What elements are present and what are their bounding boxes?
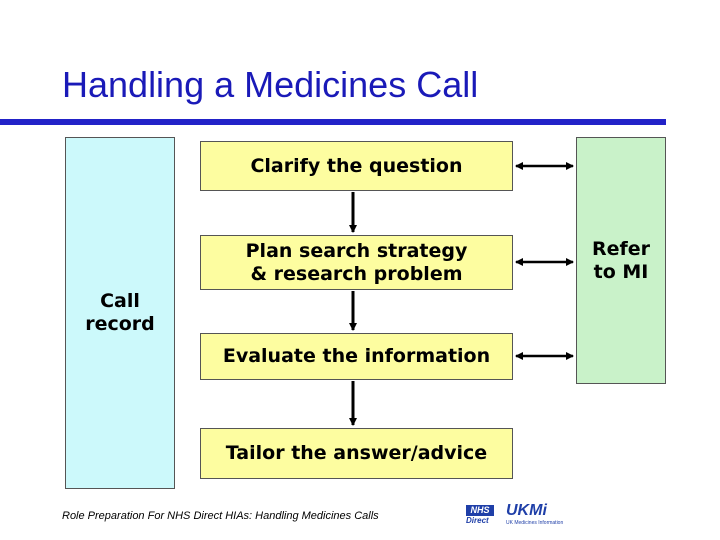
- step-4-line1: Tailor the answer/advice: [225, 442, 488, 465]
- nhs-logo-sub: Direct: [466, 516, 489, 525]
- call-record-line1: Call: [100, 290, 140, 313]
- step-2-line2: & research problem: [250, 262, 463, 285]
- step-2-line1: Plan search strategy: [245, 239, 468, 262]
- call-record-line2: record: [85, 313, 155, 335]
- call-record-box: Call record: [65, 137, 175, 489]
- step-evaluate-information: Evaluate the information: [200, 333, 513, 380]
- refer-line1: Refer: [591, 237, 651, 260]
- nhs-direct-logo: NHS Direct: [466, 505, 496, 529]
- ukmi-logo: UKMi UK Medicines Information: [506, 502, 564, 532]
- ukmi-logo-sub: UK Medicines Information: [506, 520, 564, 526]
- step-clarify-question: Clarify the question: [200, 141, 513, 191]
- refer-line2: to MI: [593, 260, 649, 283]
- refer-to-mi-box: Refer to MI: [576, 137, 666, 384]
- step-tailor-answer: Tailor the answer/advice: [200, 428, 513, 479]
- step-3-line1: Evaluate the information: [222, 345, 491, 368]
- title-rule: [0, 119, 666, 125]
- step-1-line1: Clarify the question: [250, 154, 463, 177]
- slide-footer: Role Preparation For NHS Direct HIAs: Ha…: [62, 510, 379, 522]
- nhs-logo-box: NHS: [466, 505, 494, 516]
- slide-title: Handling a Medicines Call: [62, 64, 479, 105]
- ukmi-logo-word: UKMi: [506, 502, 547, 519]
- step-plan-search-strategy: Plan search strategy & research problem: [200, 235, 513, 290]
